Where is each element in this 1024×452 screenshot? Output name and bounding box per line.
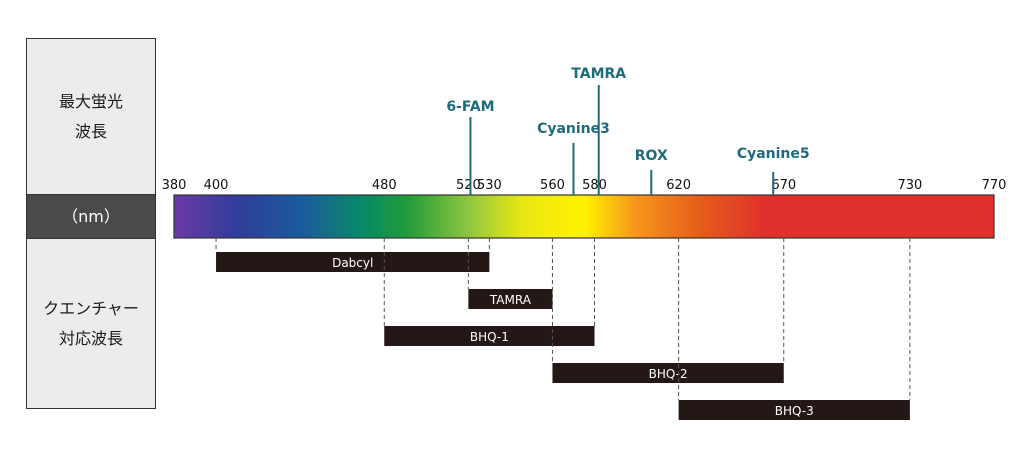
quencher-label-bhq-2: BHQ-2	[649, 367, 688, 381]
tick-label-620: 620	[666, 178, 691, 193]
tick-label-400: 400	[204, 178, 229, 193]
max-fluorescence-label-1: 最大蛍光	[58, 91, 123, 111]
quencher-label-dabcyl: Dabcyl	[332, 256, 373, 270]
dye-label-6-fam: 6-FAM	[446, 99, 494, 115]
dye-label-tamra: TAMRA	[571, 66, 626, 82]
tick-label-670: 670	[771, 178, 796, 193]
quencher-label-2: 対応波長	[58, 328, 123, 348]
quencher-bar-bhq-3	[678, 400, 910, 420]
tick-label-480: 480	[372, 178, 397, 193]
tick-label-380: 380	[162, 178, 187, 193]
spectrum-bar	[173, 194, 995, 239]
quencher-label-1: クエンチャー	[43, 298, 139, 318]
tick-label-530: 530	[477, 178, 502, 193]
quencher-header: クエンチャー 対応波長	[26, 238, 156, 409]
dye-label-cyanine3: Cyanine3	[537, 121, 610, 137]
quencher-label-bhq-1: BHQ-1	[470, 330, 509, 344]
quencher-bar-bhq-1	[384, 326, 595, 346]
max-fluorescence-header: 最大蛍光 波長	[26, 38, 156, 195]
quencher-bar-bhq-2	[552, 363, 784, 383]
unit-header: （nm）	[26, 195, 156, 238]
quencher-label-bhq-3: BHQ-3	[775, 404, 814, 418]
tick-label-560: 560	[540, 178, 565, 193]
quencher-bar-tamra	[468, 289, 553, 309]
unit-label: （nm）	[62, 206, 120, 226]
tick-label-770: 770	[982, 178, 1007, 193]
tick-label-520: 520	[456, 178, 481, 193]
dye-label-cyanine5: Cyanine5	[737, 146, 810, 162]
max-fluorescence-label-2: 波長	[74, 121, 107, 141]
quencher-bar-dabcyl	[216, 252, 490, 272]
dye-label-rox: ROX	[635, 148, 668, 164]
tick-label-580: 580	[582, 178, 607, 193]
quencher-label-tamra: TAMRA	[489, 293, 532, 307]
tick-label-730: 730	[897, 178, 922, 193]
